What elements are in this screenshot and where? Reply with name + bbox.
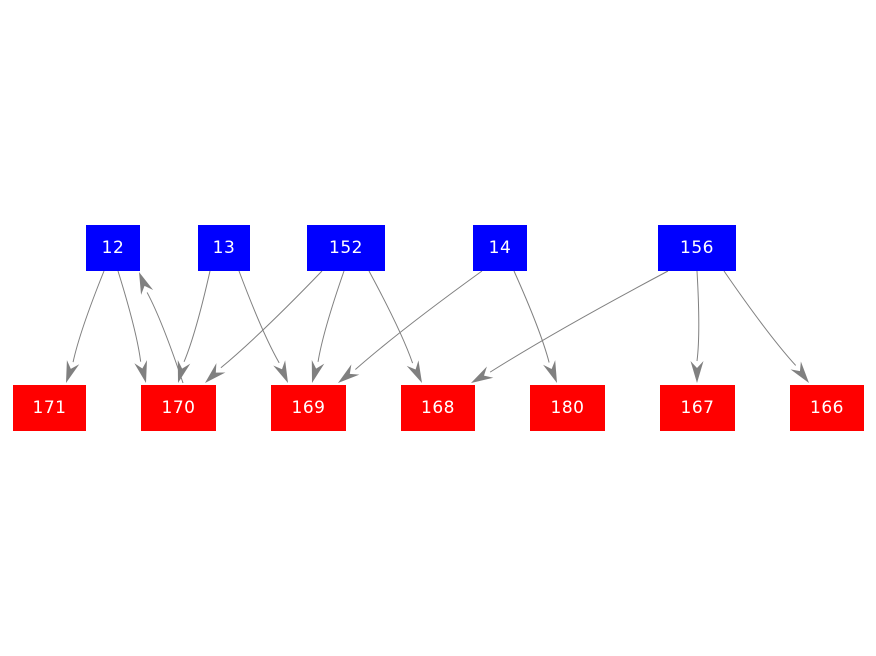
arrowhead-icon: [66, 360, 80, 383]
arrowhead-icon: [338, 364, 360, 383]
arrowhead-icon: [311, 360, 325, 383]
node-label: 170: [161, 397, 196, 418]
edge-line: [317, 270, 345, 362]
arrowhead-icon: [273, 360, 288, 383]
node-171[interactable]: 171: [13, 385, 86, 431]
edge-156-to-166: [723, 270, 809, 383]
edge-line: [368, 270, 414, 364]
edge-line: [723, 270, 797, 366]
node-label: 167: [680, 397, 715, 418]
node-168[interactable]: 168: [401, 385, 475, 431]
edge-12-to-171: [66, 270, 105, 383]
arrowhead-icon: [543, 360, 557, 383]
edge-line: [146, 292, 184, 384]
edge-line: [220, 270, 323, 369]
arrowhead-icon: [177, 360, 191, 383]
edge-line: [238, 270, 280, 364]
node-label: 12: [101, 237, 125, 258]
arrowhead-icon: [690, 361, 704, 383]
edge-line: [183, 270, 211, 363]
node-180[interactable]: 180: [530, 385, 605, 431]
edge-line: [117, 270, 142, 362]
arrowhead-icon: [134, 360, 147, 383]
edge-line: [489, 270, 669, 373]
node-label: 166: [810, 397, 844, 418]
node-label: 156: [680, 237, 714, 258]
node-label: 168: [421, 397, 455, 418]
edge-156-to-168: [471, 270, 669, 383]
edge-152-to-170: [205, 270, 323, 383]
node-152[interactable]: 152: [307, 225, 385, 271]
arrowhead-icon: [205, 363, 226, 383]
node-label: 180: [550, 397, 585, 418]
node-label: 13: [212, 237, 236, 258]
edge-152-to-169: [311, 270, 345, 383]
node-13[interactable]: 13: [198, 225, 250, 271]
edge-13-to-170: [177, 270, 211, 383]
edge-line: [513, 270, 550, 363]
edge-12-to-170: [117, 270, 147, 383]
node-167[interactable]: 167: [660, 385, 735, 431]
arrowhead-icon: [406, 360, 422, 383]
arrowhead-icon: [790, 361, 809, 383]
node-170[interactable]: 170: [141, 385, 216, 431]
edge-14-to-180: [513, 270, 557, 383]
node-label: 169: [291, 397, 326, 418]
arrowhead-icon: [139, 272, 154, 295]
node-14[interactable]: 14: [473, 225, 527, 271]
edge-line: [355, 270, 483, 370]
node-label: 14: [488, 237, 512, 258]
node-12[interactable]: 12: [86, 225, 140, 271]
node-label: 171: [32, 397, 67, 418]
edge-line: [696, 270, 700, 362]
edge-156-to-167: [690, 270, 704, 383]
node-166[interactable]: 166: [790, 385, 864, 431]
edge-13-to-169: [238, 270, 288, 383]
node-label: 152: [329, 237, 363, 258]
node-169[interactable]: 169: [271, 385, 346, 431]
edge-line: [72, 270, 105, 363]
arrowhead-icon: [471, 366, 494, 383]
edge-14-to-169: [338, 270, 483, 383]
node-156[interactable]: 156: [658, 225, 736, 271]
edge-152-to-168: [368, 270, 422, 383]
